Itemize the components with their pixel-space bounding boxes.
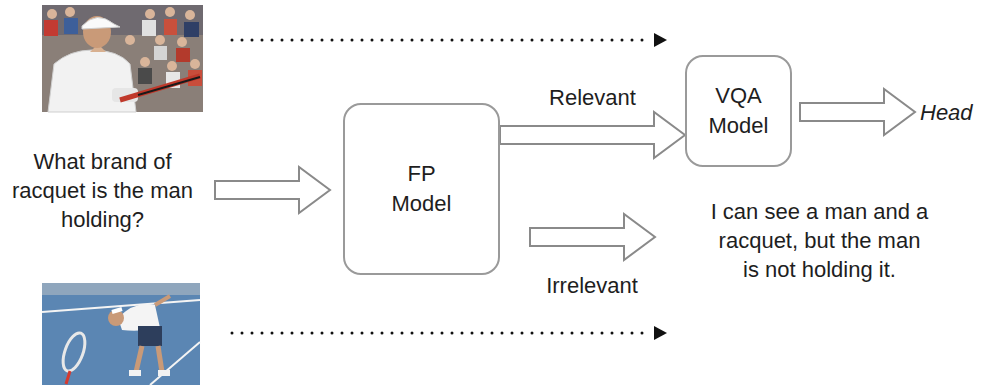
hollow-arrow (530, 214, 655, 260)
hollow-arrow (800, 89, 915, 135)
hollow-arrow (215, 167, 330, 213)
photo-not-holding (42, 283, 200, 385)
edge-label: Relevant (549, 83, 636, 112)
box-label: VQA Model (697, 81, 780, 141)
annotation-text: Irrelevant (546, 271, 638, 300)
annotation-text: I can see a man and a racquet, but the m… (709, 197, 930, 284)
annotation-text: Head (920, 98, 973, 127)
dotted-arrow (232, 33, 667, 47)
process-box: FP Model (343, 103, 500, 275)
annotation-text: What brand of racquet is the man holding… (5, 147, 200, 234)
process-box: VQA Model (685, 55, 792, 167)
box-label: FP Model (383, 159, 460, 219)
photo-holding (42, 5, 203, 112)
dotted-arrow (232, 326, 667, 340)
hollow-arrow (500, 112, 685, 158)
